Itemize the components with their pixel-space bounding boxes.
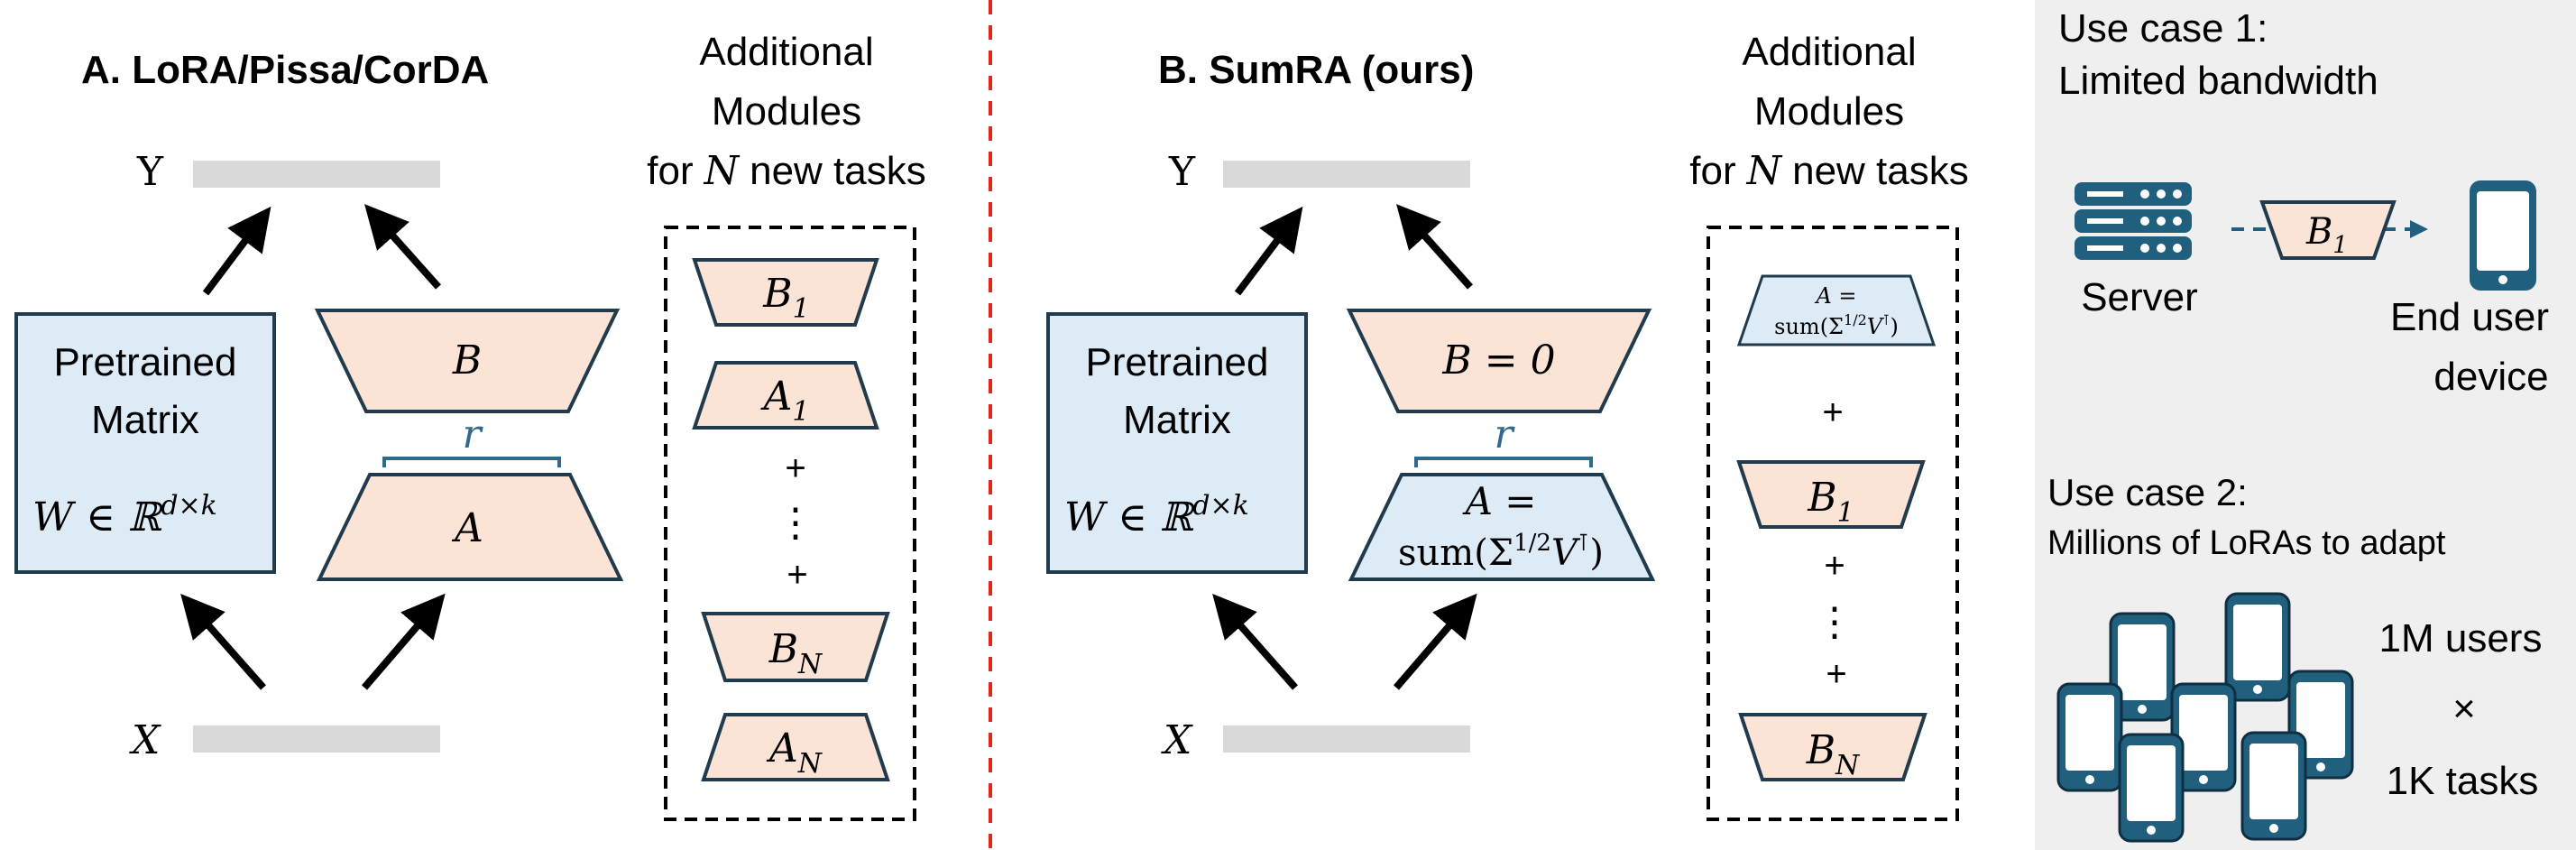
panel-b-module-bn [1738, 713, 1927, 781]
panel-b-modules-header-1: Additional [1742, 30, 1916, 74]
server-label: Server [2081, 275, 2198, 319]
panel-a-title: A. LoRA/Pissa/CorDA [81, 48, 489, 92]
panel-a-output-label: Y [136, 149, 164, 195]
panel-a-module-a1 [692, 361, 879, 430]
panel-b-matrix-b-label: B = 0 [1441, 337, 1555, 383]
use-case-2-title: Use case 2: [2047, 471, 2248, 513]
use-case-1-subtitle: Limited bandwidth [2058, 59, 2378, 103]
panel-b-modules-header-2: Modules [1754, 89, 1904, 134]
panel-b-pretrained-line2: Matrix [1123, 398, 1231, 442]
users-count: 1M users [2379, 616, 2543, 661]
panel-a-module-bn-label: BN [768, 626, 823, 680]
panel-a-arrow-input-pretrained [180, 594, 266, 690]
use-case-module-b1 [2259, 200, 2397, 260]
device-label-line2: device [2433, 355, 2548, 399]
panel-b-pretrained-formula: W ∈ ℝd×k [1064, 490, 1249, 540]
panel-b-module-plus-3: + [1826, 654, 1846, 694]
panel-a-modules-header-1: Additional [699, 30, 873, 74]
panel-b-input-label: X [1161, 717, 1193, 763]
panel-a-pretrained-line1: Pretrained [53, 340, 236, 384]
panel-a-module-a1-label: A1 [760, 374, 810, 428]
panel-b-rank-bracket [1414, 457, 1593, 467]
panel-a-arrow-pretrained-up [202, 206, 271, 296]
device-label-line1: End user [2390, 295, 2549, 339]
panel-b-arrow-input-a [1393, 593, 1477, 690]
panel-a: A. LoRA/Pissa/CorDA Y X Pretrained Matri… [14, 30, 926, 821]
panel-b-matrix-b [1346, 309, 1652, 413]
panel-a-module-bn [701, 612, 890, 682]
panel-a-pretrained-box [14, 312, 276, 574]
panel-a-input-label: X [129, 717, 161, 763]
panel-b-rank-label: r [1494, 411, 1515, 457]
panel-a-matrix-b [314, 309, 621, 413]
panel-b-matrix-a-line1: A = [1462, 479, 1537, 523]
panel-b-arrow-b-up [1396, 204, 1473, 290]
panel-b-input-bar [1223, 725, 1470, 753]
panel-a-module-b1 [692, 258, 879, 327]
panel-a-input-bar [193, 725, 440, 753]
panel-b-module-b1 [1736, 460, 1926, 529]
server-icon [2075, 182, 2192, 260]
panel-a-module-an-label: AN [766, 725, 823, 780]
panel-b-output-label: Y [1168, 149, 1196, 195]
panel-a-rank-label: r [462, 411, 483, 457]
panel-b-title: B. SumRA (ours) [1158, 48, 1474, 92]
panel-b-module-dots: ⋮ [1815, 599, 1854, 645]
tasks-count: 1K tasks [2387, 759, 2539, 803]
panel-b-module-bn-label: BN [1806, 727, 1861, 781]
use-case-2-subtitle: Millions of LoRAs to adapt [2047, 524, 2446, 562]
panel-a-modules-container [664, 226, 916, 821]
use-case-module-b1-label: B1 [2305, 211, 2348, 259]
panel-a-arrow-input-a [361, 593, 446, 690]
use-case-1-title: Use case 1: [2058, 6, 2268, 51]
use-cases: Use case 1: Limited bandwidth Server B1 … [2047, 6, 2549, 843]
panel-b-arrow-pretrained-up [1234, 206, 1303, 296]
panel-b-pretrained-line1: Pretrained [1085, 340, 1268, 384]
panel-a-matrix-b-label: B [452, 337, 482, 383]
panel-a-pretrained-formula: W ∈ ℝd×k [32, 490, 217, 540]
panel-b-module-a-line2: sum(Σ1/2V⊺) [1774, 311, 1899, 339]
times-symbol: × [2452, 687, 2476, 731]
panel-b-module-plus-2: + [1824, 546, 1845, 586]
panel-a-arrow-b-up [364, 204, 441, 290]
panel-a-pretrained-line2: Matrix [91, 398, 199, 442]
panel-a-rank-bracket [382, 457, 561, 467]
panel-a-output-bar [193, 161, 440, 188]
panel-a-modules-header-2: Modules [712, 89, 861, 134]
panel-b-module-a [1736, 274, 1937, 346]
panel-b-pretrained-box [1046, 312, 1308, 574]
panel-b-matrix-a-line2: sum(Σ1/2V⊺) [1398, 530, 1604, 574]
panel-b-modules-container [1707, 226, 1959, 821]
panel-a-matrix-a-label: A [451, 505, 483, 551]
panel-b-module-plus-1: + [1822, 393, 1843, 432]
panel-b-module-b1-label: B1 [1807, 475, 1854, 529]
phone-icon [2470, 180, 2536, 291]
panel-a-module-plus-2: + [787, 555, 807, 595]
panel-a-module-an [701, 713, 890, 781]
panel-b-output-bar [1223, 161, 1470, 188]
phones-cluster-icon [2056, 592, 2354, 843]
panel-a-matrix-a [316, 473, 624, 581]
panel-a-module-plus-1: + [785, 448, 805, 488]
panel-b-arrow-input-pretrained [1212, 594, 1298, 690]
panel-b-matrix-a [1348, 473, 1656, 581]
panel-a-module-dots: ⋮ [776, 500, 815, 546]
panel-b-module-a-line1: A = [1814, 283, 1856, 309]
panel-b: B. SumRA (ours) Y X Pretrained Matrix W … [1046, 30, 1969, 821]
panel-a-module-b1-label: B1 [762, 271, 809, 325]
